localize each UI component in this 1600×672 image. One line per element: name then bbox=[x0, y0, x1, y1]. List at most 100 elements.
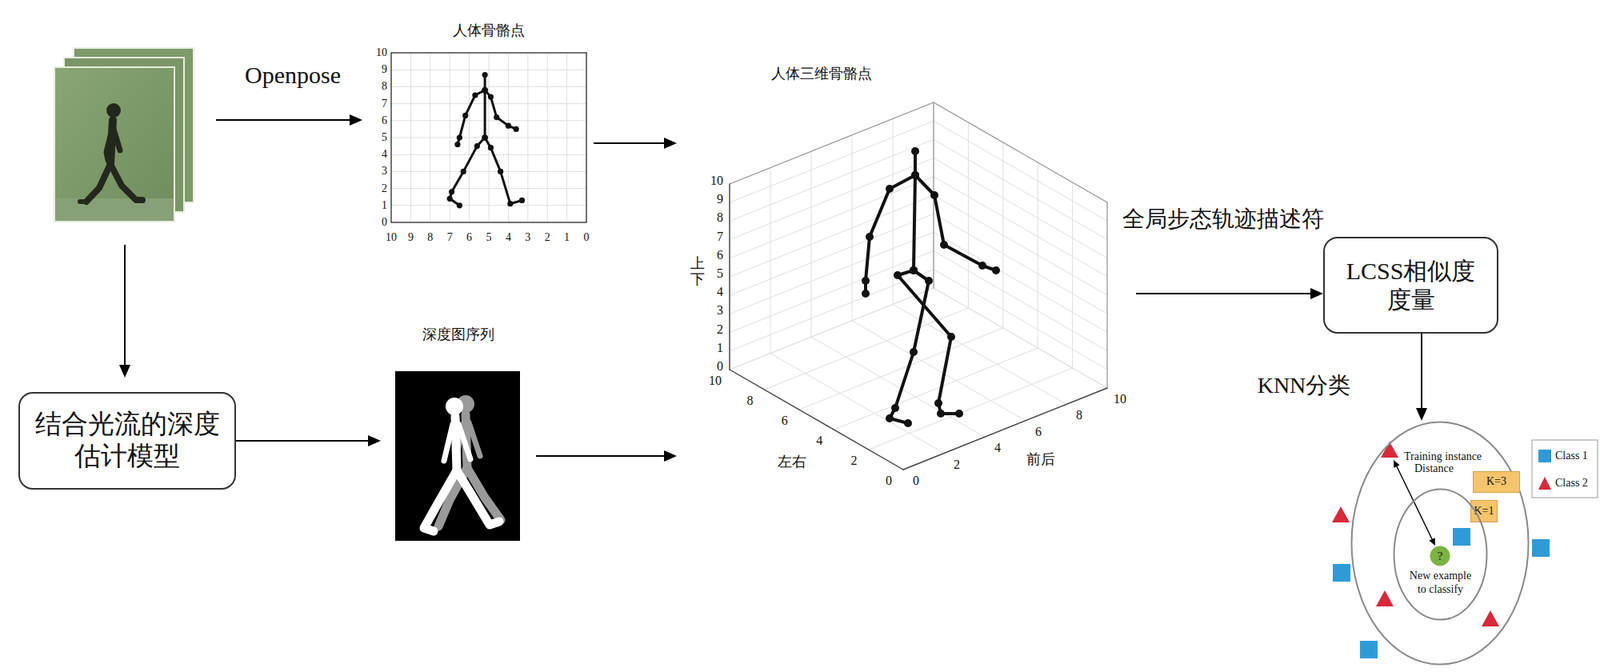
axis-tick: 1 bbox=[564, 231, 570, 244]
grid-line bbox=[933, 269, 1108, 370]
video-frames bbox=[54, 48, 194, 222]
query-point: ? bbox=[1429, 545, 1451, 567]
skeleton-joint bbox=[904, 419, 912, 428]
skeleton-joint bbox=[488, 144, 494, 151]
skeleton-joint bbox=[474, 143, 480, 149]
axis-tick: 5 bbox=[716, 266, 724, 281]
circle-outline-shape bbox=[1352, 422, 1529, 665]
skeleton-joint bbox=[482, 134, 488, 140]
skeleton-bone bbox=[484, 137, 522, 204]
skeleton-joint bbox=[930, 191, 939, 200]
grid-line bbox=[903, 388, 1108, 470]
skeleton-joint bbox=[513, 126, 520, 132]
grid-line bbox=[933, 195, 1108, 296]
skeleton-joint bbox=[893, 271, 902, 280]
axis-tick: 2 bbox=[381, 182, 388, 196]
axis-tick: 9 bbox=[381, 63, 388, 76]
axis-tick: 2 bbox=[716, 321, 724, 336]
skeleton-bone bbox=[897, 270, 960, 414]
skeleton-joint bbox=[891, 404, 900, 412]
node-text: New example to classify bbox=[1405, 569, 1476, 597]
skeleton-joint bbox=[462, 112, 468, 119]
grid-line bbox=[729, 184, 731, 370]
connector bbox=[236, 435, 381, 447]
silhouette-leg bbox=[456, 470, 500, 525]
class-2-sample bbox=[1481, 610, 1500, 627]
node-text: K=1 bbox=[1473, 504, 1494, 519]
node-text: K=3 bbox=[1486, 475, 1507, 489]
grid-line bbox=[1072, 182, 1073, 368]
grid-line bbox=[933, 251, 1108, 352]
grid-line bbox=[729, 158, 934, 240]
skeleton-joint bbox=[448, 188, 455, 195]
class-2-sample bbox=[1332, 506, 1350, 523]
axis-tick: 10 bbox=[708, 373, 722, 388]
grid-line bbox=[729, 251, 934, 333]
grid-line bbox=[1037, 162, 1039, 348]
arrow-head bbox=[1428, 537, 1436, 546]
skeleton-joint bbox=[482, 87, 488, 93]
node-text: 结合光流的深度 估计模型 bbox=[29, 408, 225, 472]
skeleton-joint bbox=[447, 196, 453, 202]
axis-tick: 0 bbox=[584, 231, 590, 244]
axis-tick: 左右 bbox=[777, 453, 807, 471]
axis-tick: 10 bbox=[1113, 392, 1127, 407]
arrow-head bbox=[1393, 460, 1400, 468]
connector bbox=[1416, 333, 1428, 421]
grid-line bbox=[933, 102, 1108, 203]
grid-line bbox=[933, 139, 1108, 240]
axis-tick: 1 bbox=[716, 340, 724, 356]
grid-line bbox=[799, 328, 1004, 410]
plot-edge bbox=[1106, 202, 1108, 388]
skeleton-joint bbox=[482, 87, 488, 93]
edge-label: KNN分类 bbox=[1254, 370, 1355, 401]
axis-tick: 0 bbox=[716, 359, 724, 374]
grid-line bbox=[933, 176, 1108, 277]
axis-title: 上下 bbox=[690, 256, 705, 288]
grid-line bbox=[429, 52, 431, 223]
grid-line bbox=[933, 288, 1108, 388]
skeleton-joint bbox=[456, 134, 463, 140]
skeleton-joint bbox=[482, 87, 488, 93]
axis-tick: 6 bbox=[781, 413, 788, 428]
flow-arrow bbox=[124, 244, 126, 367]
skeleton-3d-plot bbox=[729, 102, 1108, 470]
person-leg bbox=[110, 164, 143, 200]
axis-line bbox=[903, 388, 1108, 470]
class-1-sample bbox=[1332, 564, 1351, 582]
skeleton-joint bbox=[911, 171, 920, 180]
skeleton-bone bbox=[915, 175, 996, 271]
axis-tick: 7 bbox=[381, 97, 388, 111]
grid-line bbox=[729, 195, 934, 277]
skeleton-joint bbox=[482, 72, 488, 78]
axis-tick: 2 bbox=[851, 453, 858, 468]
axis-line bbox=[728, 184, 730, 370]
skeleton-joint bbox=[940, 240, 948, 249]
grid-line bbox=[811, 151, 812, 337]
skeleton-joint bbox=[885, 414, 894, 423]
video-floor bbox=[55, 198, 174, 221]
grid-line bbox=[892, 304, 1067, 404]
node-text: Distance bbox=[1414, 462, 1471, 476]
skeleton-2d-panel: 人体骨骼点 bbox=[384, 17, 594, 250]
skeleton-joint bbox=[992, 266, 1000, 275]
depth-background bbox=[395, 371, 520, 541]
connector bbox=[536, 450, 677, 462]
skeleton-joint bbox=[861, 276, 870, 285]
axis-tick: 9 bbox=[716, 192, 724, 207]
skeleton-joint bbox=[947, 332, 956, 341]
axis-tick: 8 bbox=[427, 231, 433, 244]
skeleton-joint bbox=[454, 141, 460, 148]
skeleton-bone bbox=[889, 270, 929, 424]
skeleton-bone bbox=[484, 75, 487, 138]
skeleton-joint bbox=[924, 276, 933, 285]
plot-edge bbox=[729, 102, 934, 184]
skeleton-joint bbox=[909, 266, 918, 275]
skeleton-joint bbox=[909, 348, 918, 356]
grid-line bbox=[729, 288, 934, 370]
axis-tick: 3 bbox=[524, 231, 531, 244]
plot-frame bbox=[391, 52, 587, 223]
node-text: Training instance bbox=[1404, 450, 1504, 464]
